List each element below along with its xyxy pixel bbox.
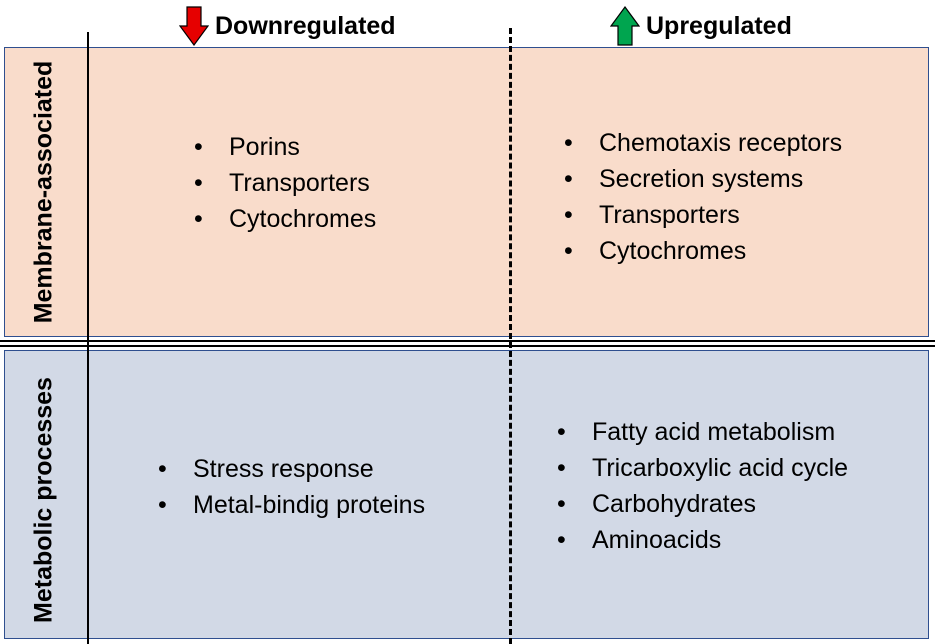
- header-downregulated-label: Downregulated: [215, 11, 396, 40]
- metabolic-upregulated-list: Fatty acid metabolism Tricarboxylic acid…: [555, 414, 848, 558]
- column-divider-dashed: [509, 28, 512, 644]
- row-label-membrane: Membrane-associated: [29, 60, 58, 324]
- header-upregulated: Upregulated: [610, 6, 792, 46]
- arrow-down-icon: [179, 6, 209, 46]
- label-column-divider: [87, 32, 89, 644]
- row-separator-line: [0, 345, 935, 347]
- list-item: Aminoacids: [555, 522, 848, 558]
- list-item: Fatty acid metabolism: [555, 414, 848, 450]
- membrane-upregulated-list: Chemotaxis receptors Secretion systems T…: [562, 125, 842, 269]
- list-item: Tricarboxylic acid cycle: [555, 450, 848, 486]
- metabolic-downregulated-list: Stress response Metal-bindig proteins: [156, 451, 425, 523]
- list-item: Transporters: [192, 165, 376, 201]
- list-item: Chemotaxis receptors: [562, 125, 842, 161]
- list-item: Carbohydrates: [555, 486, 848, 522]
- membrane-downregulated-list: Porins Transporters Cytochromes: [192, 129, 376, 237]
- list-item: Transporters: [562, 197, 842, 233]
- header-upregulated-label: Upregulated: [646, 11, 792, 40]
- header-downregulated: Downregulated: [179, 6, 396, 46]
- row-label-metabolic: Metabolic processes: [29, 377, 58, 623]
- list-item: Secretion systems: [562, 161, 842, 197]
- list-item: Metal-bindig proteins: [156, 487, 425, 523]
- list-item: Cytochromes: [192, 201, 376, 237]
- list-item: Cytochromes: [562, 233, 842, 269]
- arrow-up-icon: [610, 6, 640, 46]
- list-item: Stress response: [156, 451, 425, 487]
- list-item: Porins: [192, 129, 376, 165]
- row-separator-line: [0, 340, 935, 342]
